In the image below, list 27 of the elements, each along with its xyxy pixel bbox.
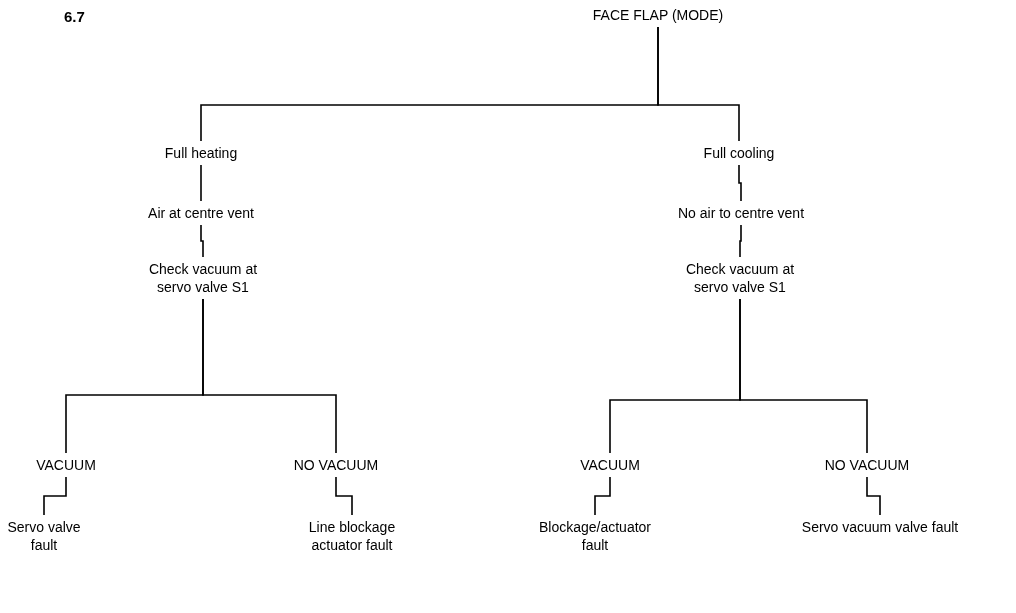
node-text: Servo vacuum valve fault xyxy=(801,518,959,536)
node-text: Line blockage actuator fault xyxy=(307,518,397,554)
connector-line xyxy=(866,476,881,516)
connector-line xyxy=(43,476,67,516)
connector-line xyxy=(594,476,611,516)
node-text: Servo valve fault xyxy=(6,518,82,554)
node-text: Blockage/actuator fault xyxy=(537,518,653,554)
node-text: Check vacuum at servo valve S1 xyxy=(147,260,259,296)
node-text: NO VACUUM xyxy=(293,456,379,474)
node-text: Air at centre vent xyxy=(148,204,254,222)
connector-line xyxy=(739,224,742,258)
node-text: Full cooling xyxy=(703,144,775,162)
node-text: FACE FLAP (MODE) xyxy=(592,6,724,24)
figure-number: 6.7 xyxy=(64,7,85,27)
node-text: Full heating xyxy=(164,144,238,162)
connector-line xyxy=(200,164,202,202)
connector-line xyxy=(202,298,337,454)
node-text: VACUUM xyxy=(580,456,640,474)
node-text: NO VACUUM xyxy=(824,456,910,474)
connector-line xyxy=(335,476,353,516)
connector-line xyxy=(739,298,868,454)
node-text: No air to centre vent xyxy=(677,204,805,222)
connector-line xyxy=(657,26,740,142)
connector-line xyxy=(200,224,204,258)
node-text: Check vacuum at servo valve S1 xyxy=(684,260,796,296)
connector-line xyxy=(738,164,742,202)
node-text: VACUUM xyxy=(36,456,96,474)
